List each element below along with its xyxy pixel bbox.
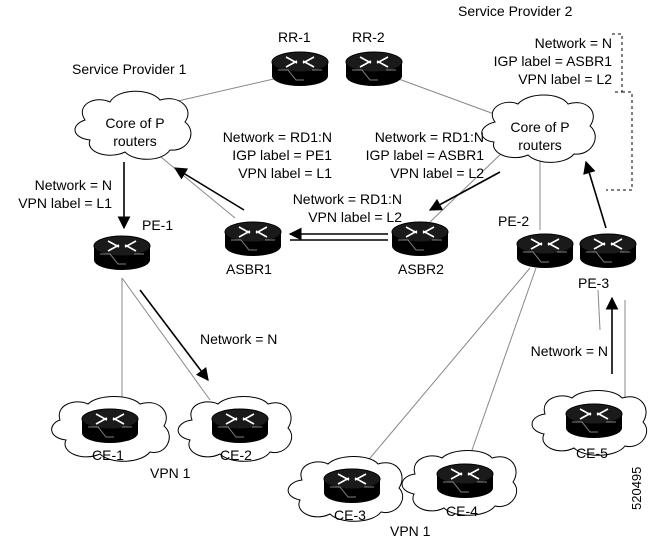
- rr2-label: RR-2: [352, 29, 385, 45]
- sp2-box-line1: Network = N: [535, 35, 612, 51]
- ce5-router-icon: [565, 403, 623, 439]
- asbr2-up-line3: VPN label = L2: [390, 165, 484, 181]
- ce2-router-icon: [211, 408, 269, 444]
- asbr1-up-line2: IGP label = PE1: [232, 147, 332, 163]
- rr2-router-icon: [345, 51, 403, 87]
- asbr2-up-line1: Network = RD1:N: [375, 129, 484, 145]
- asbr2-up-line2: IGP label = ASBR1: [366, 147, 485, 163]
- vpn-bottom-label: VPN 1: [390, 523, 431, 539]
- sp2-box-line3: VPN label = L2: [518, 71, 612, 87]
- asbr2-up-labels: Network = RD1:N IGP label = ASBR1 VPN la…: [366, 129, 485, 181]
- arrows: [117, 160, 619, 382]
- pe1-label: PE-1: [142, 217, 173, 233]
- core-left-line2: routers: [113, 133, 157, 149]
- asbr1-up-line3: VPN label = L1: [238, 165, 332, 181]
- asbr-link-line2: VPN label = L2: [308, 209, 402, 225]
- asbr2-label: ASBR2: [398, 261, 444, 277]
- asbr1-router-icon: [224, 221, 282, 257]
- figure-id: 520495: [629, 467, 644, 510]
- sp1-title: Service Provider 1: [72, 61, 187, 77]
- sp2-box-line2: IGP label = ASBR1: [494, 53, 613, 69]
- asbr-link-labels: Network = RD1:N VPN label = L2: [293, 191, 403, 225]
- pe1-in-line2: VPN label = L1: [18, 195, 112, 211]
- ce5-label: CE-5: [576, 445, 608, 461]
- core-cloud-right: Core of P routers: [481, 94, 596, 163]
- asbr-link-line1: Network = RD1:N: [293, 191, 402, 207]
- core-cloud-left: Core of P routers: [74, 90, 192, 160]
- asbr1-up-labels: Network = RD1:N IGP label = PE1 VPN labe…: [223, 129, 333, 181]
- pe2-router-icon: [516, 233, 574, 269]
- asbr1-label: ASBR1: [226, 261, 272, 277]
- ce4-label: CE-4: [446, 503, 478, 519]
- sp2-callout-bracket: [606, 33, 633, 191]
- asbr1-up-line1: Network = RD1:N: [223, 129, 332, 145]
- pe1-router-icon: [93, 235, 151, 271]
- core-right-line1: Core of P: [510, 119, 569, 135]
- pe3-router-icon: [579, 233, 637, 269]
- ce5-up-network-label: Network = N: [531, 343, 608, 359]
- core-right-line2: routers: [518, 137, 562, 153]
- pe2-label: PE-2: [498, 213, 529, 229]
- pe3-label: PE-3: [578, 275, 609, 291]
- rr1-label: RR-1: [278, 29, 311, 45]
- sp2-title: Service Provider 2: [458, 3, 573, 19]
- core-left-line1: Core of P: [105, 115, 164, 131]
- ce4-router-icon: [436, 463, 494, 499]
- pe1-in-line1: Network = N: [35, 177, 112, 193]
- ce3-router-icon: [323, 468, 381, 504]
- ce1-router-icon: [81, 408, 139, 444]
- asbr2-router-icon: [391, 221, 449, 257]
- ce-left-network-label: Network = N: [200, 331, 277, 347]
- ce3-label: CE-3: [334, 507, 366, 523]
- vpn-left-label: VPN 1: [150, 465, 191, 481]
- ce2-label: CE-2: [220, 447, 252, 463]
- links: [121, 77, 626, 471]
- sp2-box-labels: Network = N IGP label = ASBR1 VPN label …: [494, 35, 613, 87]
- ce1-label: CE-1: [92, 447, 124, 463]
- rr1-router-icon: [271, 51, 329, 87]
- pe1-in-labels: Network = N VPN label = L1: [18, 177, 112, 211]
